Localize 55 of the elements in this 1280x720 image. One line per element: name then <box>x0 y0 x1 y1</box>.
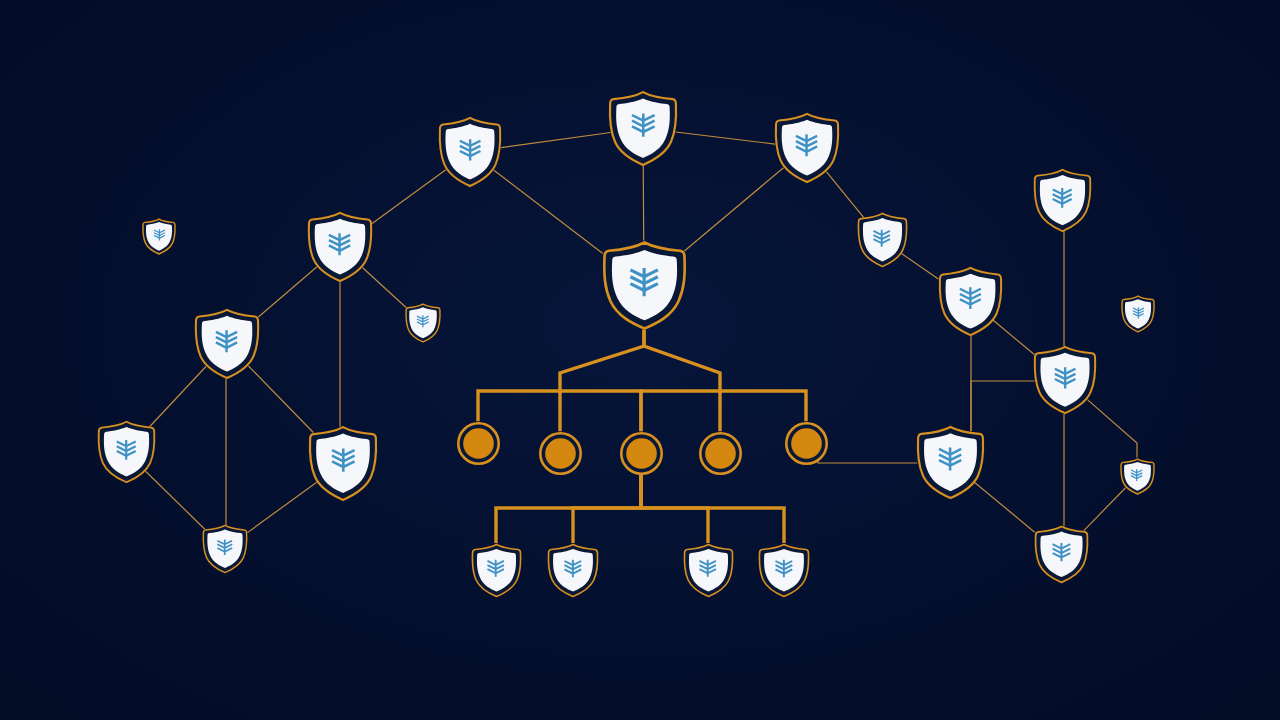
shield-node <box>438 116 502 188</box>
shield-node <box>308 424 378 502</box>
connector-line <box>247 365 314 434</box>
shield-node <box>405 303 441 343</box>
shield-node <box>307 211 373 283</box>
connector-line <box>257 266 318 318</box>
shield-node <box>608 89 678 167</box>
connector-line <box>992 319 1035 356</box>
shield-node <box>1033 524 1089 584</box>
connector-line <box>493 169 604 255</box>
connector-line <box>974 481 1036 533</box>
shield-node <box>1119 457 1155 495</box>
shield-node <box>1121 295 1155 333</box>
shield-node <box>470 542 522 598</box>
connector-line <box>1083 487 1127 532</box>
connector-line <box>817 460 918 464</box>
connector-line <box>970 380 1036 432</box>
connector-line <box>642 329 722 432</box>
shield-node <box>601 239 687 331</box>
shield-node <box>194 308 260 380</box>
shield-node <box>758 542 810 598</box>
circle-node <box>456 421 500 465</box>
connector-line <box>149 365 207 428</box>
shield-node <box>682 542 734 598</box>
shield-node <box>142 217 176 255</box>
connector-line <box>339 281 341 428</box>
connector-line <box>362 267 407 309</box>
shield-node <box>96 420 156 484</box>
circle-node <box>538 431 582 475</box>
connector-line <box>371 169 447 225</box>
shield-node <box>547 542 599 598</box>
connector-line <box>246 481 318 534</box>
circle-node <box>619 431 663 475</box>
shield-node <box>915 424 985 500</box>
shield-node <box>1033 345 1097 415</box>
shield-node <box>774 112 840 184</box>
connector-line <box>225 378 227 526</box>
shield-node <box>1032 167 1092 233</box>
circle-node <box>784 421 828 465</box>
connector-line <box>145 470 206 530</box>
connector-line <box>500 131 612 149</box>
connector-line <box>1086 399 1138 459</box>
connector-line <box>639 474 786 543</box>
connector-line <box>674 131 776 145</box>
connector-line <box>642 165 645 242</box>
connector-line <box>639 389 808 432</box>
circle-node <box>698 431 742 475</box>
connector-line <box>1063 230 1065 347</box>
connector-line <box>900 252 939 280</box>
connector-line <box>683 167 785 252</box>
shield-node <box>856 212 908 268</box>
shield-node <box>202 524 248 574</box>
connector-line <box>825 171 865 218</box>
shield-node <box>937 265 1003 337</box>
connector-line <box>1063 413 1065 527</box>
